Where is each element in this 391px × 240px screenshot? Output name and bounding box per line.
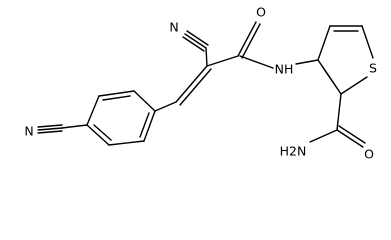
bond-ring-1: [133, 90, 156, 112]
bond-carbonyl-nh: [239, 55, 274, 69]
bond-nitrile-left-3: [37, 130, 63, 134]
atom-o-amide-top: O: [256, 5, 266, 20]
bond-vinyl-ring: [154, 101, 177, 112]
bond-nitrile-top-2: [186, 30, 209, 46]
bond-thiophene-s-c2: [340, 76, 368, 95]
bond-vinyl-1: [175, 65, 208, 103]
bond-nitrile-top-3: [182, 36, 205, 52]
atom-s-thiophene: S: [369, 61, 377, 76]
bond-nitrile-left-1: [37, 127, 63, 131]
atom-n-nitrile-left: N: [24, 124, 33, 139]
atom-o-amide-bottom: O: [364, 147, 374, 162]
bond-amide-nh2: [309, 129, 338, 143]
atom-label-layer: N O NH S N H2N O: [24, 5, 377, 162]
bond-carbonyl-o-2: [241, 23, 261, 59]
bond-thiophene-amide: [336, 93, 342, 131]
atom-nh-linker: NH: [275, 62, 294, 77]
bond-layer: [37, 21, 374, 148]
molecule-structure-diagram: N O NH S N H2N O: [24, 5, 377, 162]
bond-thiophene-c2-c3-inner: [321, 65, 338, 89]
bond-ring-6: [143, 110, 156, 142]
bond-ring-2: [98, 90, 135, 97]
atom-n-nitrile-top: N: [169, 20, 178, 35]
bond-ring-inner-1: [102, 95, 131, 101]
bond-alpha-nitrile: [205, 47, 208, 67]
bond-ring-5: [108, 140, 145, 146]
bond-alpha-carbonyl: [206, 55, 239, 67]
bond-thiophene-c5-s: [361, 25, 374, 59]
bond-ring-4: [86, 124, 110, 146]
bond-vinyl-2: [179, 68, 212, 106]
bond-amide-o-1: [336, 129, 364, 148]
bond-ring-3: [86, 95, 100, 126]
bond-carbonyl-o-1: [237, 21, 257, 57]
bond-ring-inner-2: [93, 124, 112, 141]
bond-amide-o-2: [338, 125, 366, 144]
bond-ring-inner-3: [139, 112, 150, 138]
bond-thiophene-c3-c4: [317, 25, 331, 61]
bond-ring-nitrile-left: [61, 124, 88, 129]
bond-nitrile-top-1: [184, 33, 207, 49]
bond-nh-thiophene: [295, 59, 319, 65]
bond-nitrile-left-2: [37, 124, 63, 128]
atom-h2n-amide: H2N: [280, 144, 307, 159]
